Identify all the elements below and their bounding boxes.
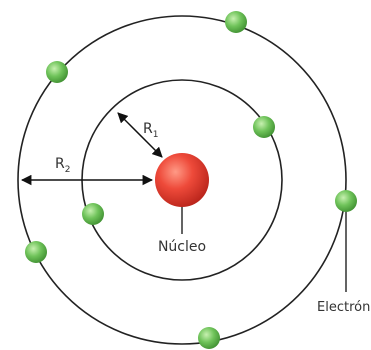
electron: [46, 61, 68, 83]
electron: [82, 203, 104, 225]
electron: [25, 241, 47, 263]
electron: [253, 116, 275, 138]
r1-subscript: 1: [153, 130, 159, 140]
r1-label: R1: [143, 121, 158, 140]
nucleus-label: Núcleo: [158, 239, 206, 255]
r1-arrow: [117, 112, 163, 158]
electron: [335, 190, 357, 212]
electron-label: Electrón: [317, 300, 370, 315]
outer-orbit: [17, 15, 347, 345]
r2-label: R2: [55, 156, 70, 175]
nucleus: [155, 153, 209, 207]
electron: [198, 327, 220, 349]
electron: [225, 11, 247, 33]
r2-letter: R: [55, 156, 65, 172]
r2-subscript: 2: [65, 165, 71, 175]
r1-letter: R: [143, 121, 153, 137]
